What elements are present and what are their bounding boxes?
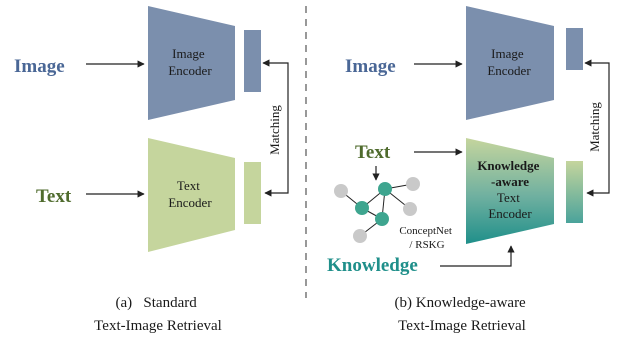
left-image-embedding xyxy=(244,30,261,92)
panel-standard: Image Image Encoder Text Text Encoder Ma… xyxy=(14,6,289,334)
left-text-encoder xyxy=(148,138,235,252)
left-text-encoder-label: Text Encoder xyxy=(168,178,212,210)
knowledge-arrow xyxy=(440,245,515,267)
left-matching-label: Matching xyxy=(267,105,282,155)
left-caption: (a) Standard Text-Image Retrieval xyxy=(94,295,222,334)
right-image-encoder xyxy=(466,6,554,120)
left-image-encoder-label: Image Encoder xyxy=(168,46,212,78)
right-caption: (b) Knowledge-aware Text-Image Retrieval xyxy=(395,295,530,334)
knowledge-graph xyxy=(334,177,420,243)
right-text-embedding xyxy=(566,161,583,223)
graph-node xyxy=(403,202,417,216)
left-text-embedding xyxy=(244,162,261,224)
graph-node xyxy=(353,229,367,243)
ka-encoder-bold-label: Knowledge -aware xyxy=(477,158,542,189)
right-image-embedding xyxy=(566,28,583,70)
right-image-encoder-label: Image Encoder xyxy=(487,46,531,78)
kg-source-label: ConceptNet / RSKG xyxy=(399,225,454,251)
left-image-encoder xyxy=(148,6,235,120)
ka-encoder-plain-label: Text Encoder xyxy=(488,190,532,221)
left-image-label: Image xyxy=(14,56,65,77)
panel-knowledge-aware: Image Image Encoder Text xyxy=(327,6,610,334)
right-knowledge-label: Knowledge xyxy=(327,255,418,276)
right-matching-connector xyxy=(584,59,610,197)
graph-node xyxy=(406,177,420,191)
graph-node xyxy=(334,184,348,198)
right-matching-label: Matching xyxy=(587,102,602,152)
right-image-label: Image xyxy=(345,56,396,77)
graph-node xyxy=(375,212,389,226)
graph-node xyxy=(355,201,369,215)
right-text-label: Text xyxy=(355,142,391,163)
left-matching-connector xyxy=(262,59,289,197)
graph-node xyxy=(378,182,392,196)
left-text-label: Text xyxy=(36,186,72,207)
knowledge-aware-text-encoder xyxy=(466,138,554,244)
